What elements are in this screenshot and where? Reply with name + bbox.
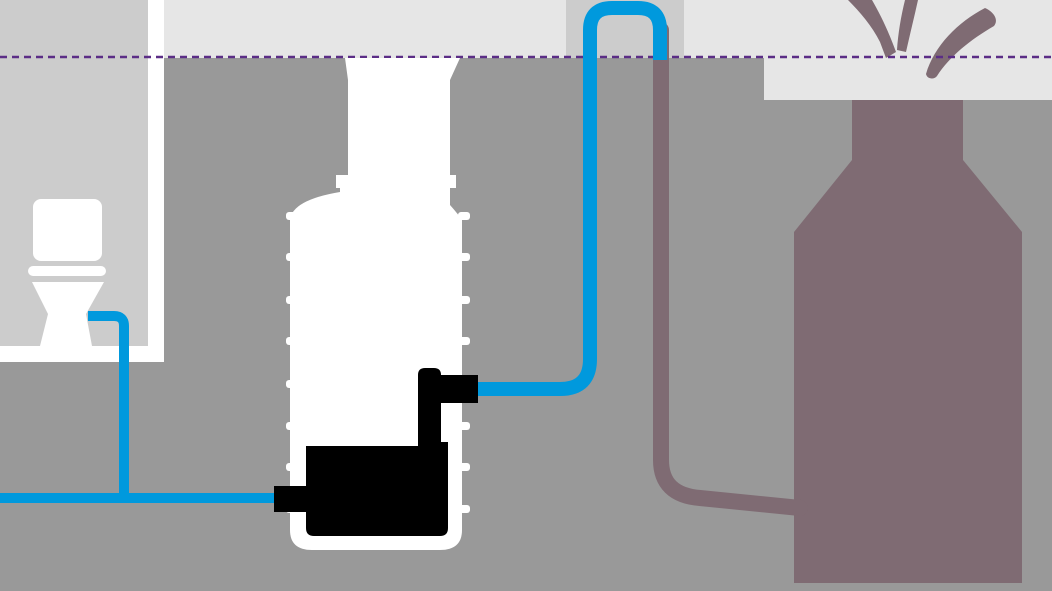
pressure-pipe — [470, 1, 667, 396]
toilet-icon — [28, 199, 106, 346]
pump-icon — [274, 368, 478, 536]
sewer-main — [794, 100, 1022, 583]
sewer-spray-icon — [848, 0, 996, 79]
inlet-pipe — [0, 311, 285, 503]
surface-strip — [160, 0, 570, 58]
road-slab — [764, 58, 1052, 100]
outlet-pipe — [653, 22, 808, 516]
